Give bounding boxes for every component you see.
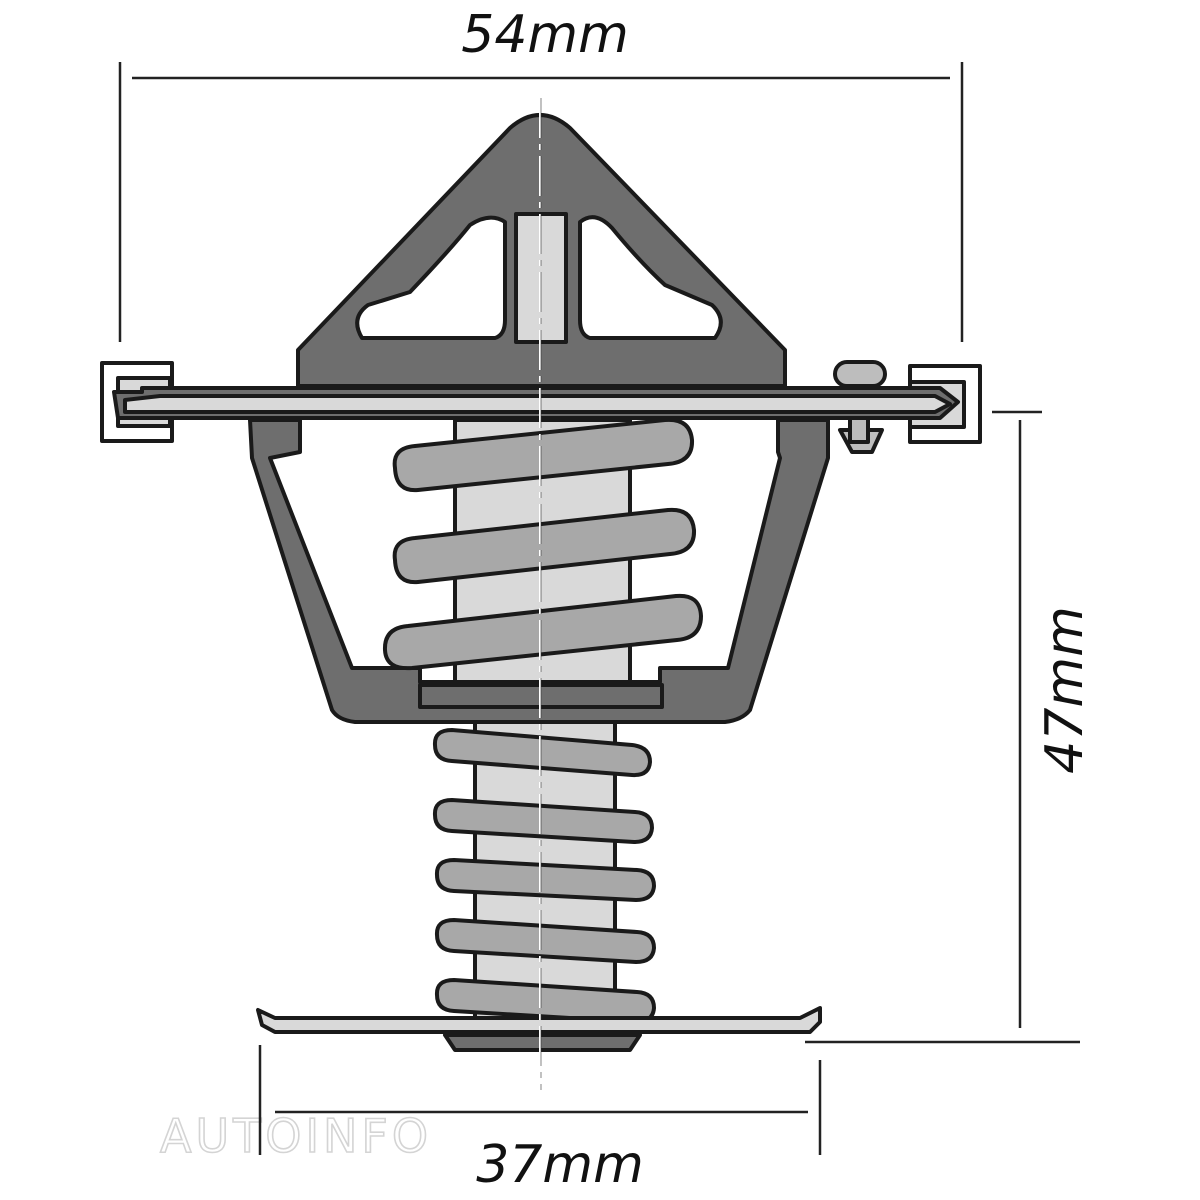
bottom-width-label: 37mm xyxy=(476,1135,643,1195)
watermark: AUTOINFO xyxy=(160,1109,432,1163)
height-label: 47mm xyxy=(1035,606,1095,773)
upper-spring xyxy=(382,417,704,671)
flange-plate xyxy=(112,386,960,420)
bottom-width-dimension: 37mm xyxy=(258,1045,822,1195)
height-dimension: 47mm xyxy=(805,410,1095,1044)
lower-spring xyxy=(432,727,657,1025)
top-width-label: 54mm xyxy=(461,5,628,65)
top-width-dimension: 54mm xyxy=(118,5,964,342)
